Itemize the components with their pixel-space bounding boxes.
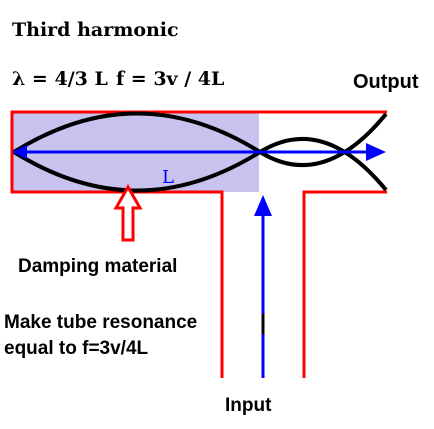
input-arrow: [254, 195, 272, 378]
wave-envelope-lower: [12, 136, 388, 193]
horizontal-arrow: [12, 143, 386, 161]
output-label: Output: [353, 71, 419, 93]
damping-pointer-arrow: [113, 183, 143, 242]
wave-envelope-upper: [12, 111, 388, 168]
left-arrowhead: [12, 145, 27, 159]
input-arrowhead: [254, 195, 272, 216]
diagram-title: Third harmonic: [12, 19, 179, 41]
frequency-formula: f = 3v / 4L: [116, 68, 224, 90]
output-arrowhead: [366, 143, 386, 161]
standing-wave: [12, 111, 388, 193]
length-label: L: [162, 167, 174, 188]
note-line-2: equal to f=3v/4L: [4, 338, 149, 359]
damping-material-label: Damping material: [18, 256, 177, 277]
input-label: Input: [225, 395, 272, 416]
note-line-1: Make tube resonance: [4, 312, 197, 333]
wavelength-formula: λ = 4/3 L: [12, 68, 108, 90]
tube-bottom-wall: [302, 190, 387, 378]
